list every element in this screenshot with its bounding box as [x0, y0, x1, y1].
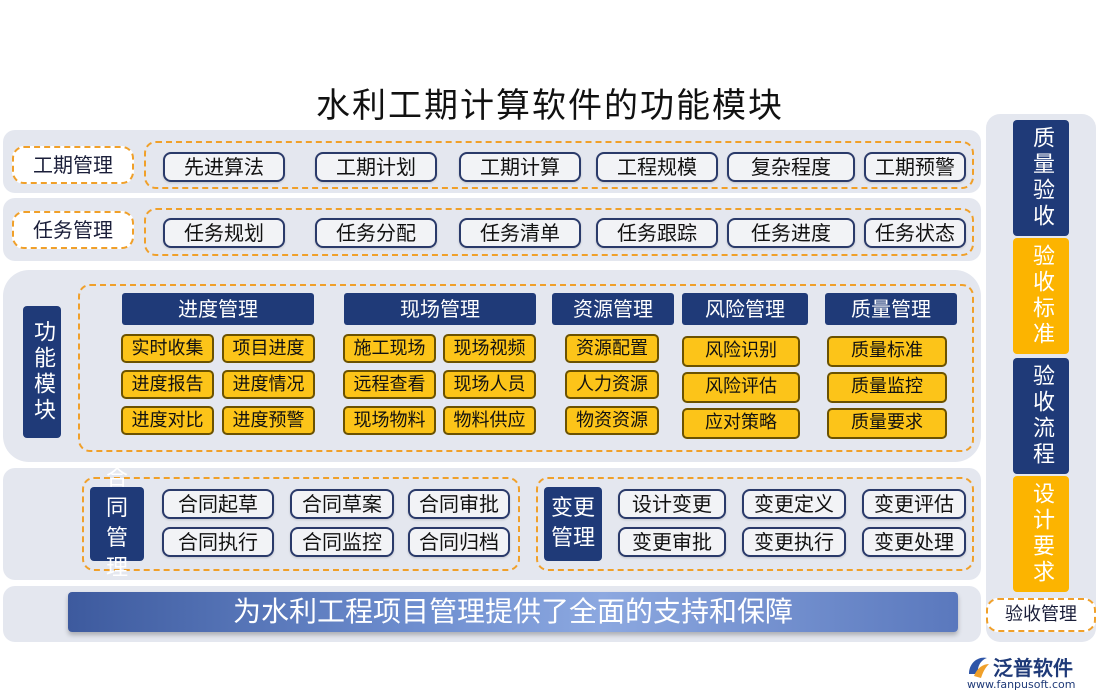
- resource-item: 人力资源: [565, 370, 659, 399]
- progress-item: 项目进度: [222, 334, 315, 363]
- change-item: 变更执行: [742, 527, 846, 557]
- contract-management-label: 合同管理: [90, 466, 144, 581]
- change-item: 变更处理: [862, 527, 966, 557]
- site-management-header: 现场管理: [344, 293, 536, 325]
- schedule-item: 工期计划: [315, 152, 437, 182]
- progress-item: 进度情况: [222, 370, 315, 399]
- task-item: 任务清单: [459, 218, 581, 248]
- task-item: 任务状态: [864, 218, 966, 248]
- progress-item: 进度对比: [121, 406, 214, 435]
- resource-management-header: 资源管理: [552, 293, 674, 325]
- schedule-items-group: [144, 141, 974, 189]
- change-item: 设计变更: [618, 489, 726, 519]
- site-item: 施工现场: [343, 334, 436, 363]
- acceptance-management-label: 验收管理: [986, 598, 1096, 632]
- change-item: 变更定义: [742, 489, 846, 519]
- change-management-label: 变更管理: [544, 487, 602, 561]
- task-label: 任务管理: [12, 211, 134, 249]
- progress-item: 进度预警: [222, 406, 315, 435]
- task-item: 任务分配: [315, 218, 437, 248]
- summary-banner: 为水利工程项目管理提供了全面的支持和保障: [68, 592, 958, 632]
- quality-management-header: 质量管理: [825, 293, 957, 325]
- site-item: 物料供应: [443, 406, 536, 435]
- brand-logo-name: 泛普软件: [993, 656, 1073, 680]
- brand-logo-icon: [969, 657, 989, 678]
- brand-logo-url: www.fanpusoft.com: [967, 678, 1076, 691]
- function-items-group: [78, 284, 974, 452]
- contract-management-text: 合同管理: [105, 466, 128, 581]
- acceptance-item-process: 验收流程: [1013, 358, 1069, 474]
- contract-item: 合同监控: [290, 527, 394, 557]
- contract-item: 合同草案: [290, 489, 394, 519]
- acceptance-item-design: 设计要求: [1013, 476, 1069, 592]
- task-item: 任务规划: [163, 218, 285, 248]
- schedule-item: 工期计算: [459, 152, 581, 182]
- progress-item: 进度报告: [121, 370, 214, 399]
- contract-item: 合同审批: [408, 489, 510, 519]
- risk-item: 风险评估: [682, 372, 800, 403]
- progress-management-header: 进度管理: [122, 293, 314, 325]
- risk-item: 应对策略: [682, 408, 800, 439]
- schedule-item: 工程规模: [596, 152, 718, 182]
- acceptance-item-quality: 质量验收: [1013, 120, 1069, 236]
- function-modules-label: 功能模块: [23, 306, 61, 438]
- site-item: 远程查看: [343, 370, 436, 399]
- change-management-text: 变更管理: [550, 496, 595, 551]
- schedule-item: 先进算法: [163, 152, 285, 182]
- progress-item: 实时收集: [121, 334, 214, 363]
- quality-item: 质量要求: [827, 408, 947, 439]
- schedule-item: 工期预警: [864, 152, 966, 182]
- risk-item: 风险识别: [682, 336, 800, 367]
- risk-management-header: 风险管理: [682, 293, 808, 325]
- task-items-group: [144, 208, 974, 256]
- contract-change-panel: [3, 468, 981, 580]
- acceptance-item-standard: 验收标准: [1013, 238, 1069, 354]
- resource-item: 资源配置: [565, 334, 659, 363]
- brand-logo: 泛普软件 www.fanpusoft.com: [965, 652, 1090, 692]
- task-item: 任务跟踪: [596, 218, 718, 248]
- site-item: 现场人员: [443, 370, 536, 399]
- site-item: 现场视频: [443, 334, 536, 363]
- change-item: 变更审批: [618, 527, 726, 557]
- contract-item: 合同起草: [162, 489, 274, 519]
- contract-group: [82, 477, 520, 571]
- change-group: [536, 477, 974, 571]
- schedule-item: 复杂程度: [727, 152, 855, 182]
- change-item: 变更评估: [862, 489, 966, 519]
- contract-item: 合同执行: [162, 527, 274, 557]
- page-title: 水利工期计算软件的功能模块: [316, 86, 784, 126]
- site-item: 现场物料: [343, 406, 436, 435]
- quality-item: 质量监控: [827, 372, 947, 403]
- task-item: 任务进度: [727, 218, 855, 248]
- schedule-label: 工期管理: [12, 146, 134, 184]
- resource-item: 物资资源: [565, 406, 659, 435]
- quality-item: 质量标准: [827, 336, 947, 367]
- contract-item: 合同归档: [408, 527, 510, 557]
